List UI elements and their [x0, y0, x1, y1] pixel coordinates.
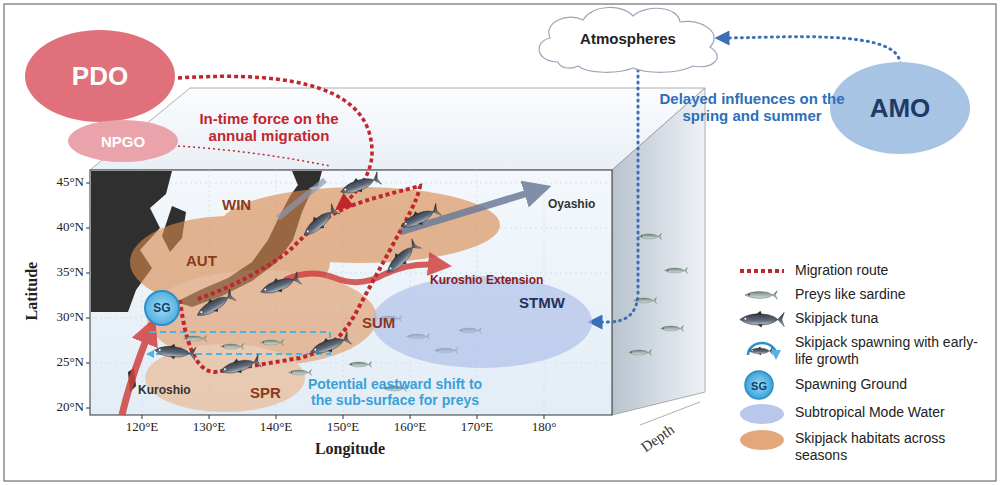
prey-sardine [665, 268, 688, 274]
prey-sardine [261, 340, 284, 346]
stmw-ellipse: STMW [372, 276, 592, 368]
node-text: STMW [519, 294, 565, 311]
skipjack-tuna [299, 203, 340, 241]
axis-title: Latitude [23, 251, 41, 331]
legend-swatch [740, 404, 784, 424]
skipjack-tuna [338, 170, 382, 199]
tick-label: 170°E [452, 420, 502, 435]
atmosphere-cloud: Atmospheres [528, 2, 728, 74]
tick-label: 180° [519, 420, 569, 435]
prey-sardine [221, 344, 244, 350]
tick-label: 130°E [184, 420, 234, 435]
tick-label: 150°E [318, 420, 368, 435]
season-label: SPR [250, 384, 281, 401]
current-label: Kuroshio Extension [430, 274, 543, 288]
node-text: NPGO [101, 133, 145, 150]
tick-label: 30°N [40, 310, 84, 325]
node-text: AMO [870, 93, 931, 124]
skipjack-tuna [382, 238, 422, 278]
annotation: In-time force on the annual migration [180, 110, 358, 145]
tick-label: 120°E [117, 420, 167, 435]
legend-text: Preys like sardine [795, 286, 985, 303]
axis-title: Longitude [300, 440, 400, 458]
legend-text: Skipjack tuna [795, 310, 985, 327]
influence-arrow [595, 70, 638, 322]
legend-text: Migration route [795, 262, 985, 279]
skipjack-tuna [193, 288, 236, 322]
amo-ellipse: AMO [830, 62, 970, 154]
prey-sardine [184, 336, 207, 342]
legend-text: Subtropical Mode Water [795, 404, 985, 421]
legend-swatch [740, 430, 784, 450]
annotation: Delayed influences on the spring and sum… [652, 90, 852, 125]
skipjack-tuna [308, 330, 352, 359]
skipjack-tuna [398, 202, 442, 233]
influence-arrow [722, 37, 900, 64]
tick-label: 140°E [251, 420, 301, 435]
prey-sardine [639, 234, 662, 240]
prey-sardine [349, 362, 372, 368]
skipjack-tuna [154, 342, 196, 361]
legend-text: Spawning Ground [795, 376, 985, 393]
tick-label: 35°N [40, 265, 84, 280]
current-label: Oyashio [548, 198, 595, 212]
legend-text: Skipjack habitats across seasons [795, 430, 985, 464]
tick-label: 45°N [40, 175, 84, 190]
prey-sardine [629, 350, 652, 356]
node-text: Atmospheres [580, 30, 676, 47]
prey-sardine [289, 370, 312, 376]
pdo-ellipse: PDO [25, 30, 175, 122]
season-label: WIN [222, 196, 251, 213]
season-label: SUM [362, 314, 395, 331]
tick-label: 160°E [385, 420, 435, 435]
current-label: Kuroshio [138, 384, 191, 398]
npgo-ellipse: NPGO [68, 120, 178, 162]
annotation: Potential eastward shift to the sub-surf… [300, 376, 490, 408]
tick-label: 25°N [40, 355, 84, 370]
tick-label: 40°N [40, 220, 84, 235]
axis-title: Depth [628, 414, 687, 463]
season-label: AUT [186, 252, 217, 269]
skipjack-tuna [218, 353, 262, 379]
prey-sardine [661, 326, 684, 332]
node-text: PDO [72, 61, 128, 92]
node-text: SG [153, 301, 170, 315]
spawning-ground-circle: SG [144, 290, 180, 326]
tick-label: 20°N [40, 400, 84, 415]
legend-text: Skipjack spawning with early-life growth [795, 334, 985, 368]
skipjack-tuna [258, 270, 302, 299]
legend-sample-text: SG [744, 380, 774, 393]
